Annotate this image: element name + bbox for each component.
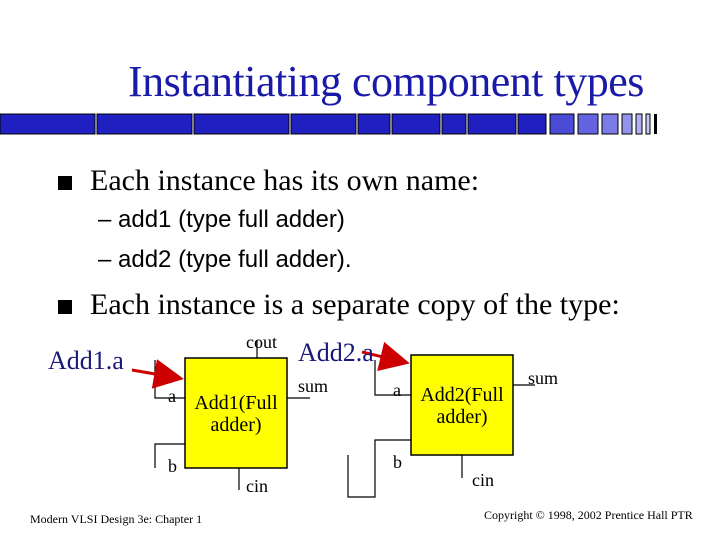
pin-add1-a: a xyxy=(168,386,176,406)
pin-add2-cin: cin xyxy=(472,470,494,490)
label-add2-a: Add2.a xyxy=(298,338,374,367)
block-1-label-line2: adder) xyxy=(210,414,262,436)
wire-add2-a xyxy=(374,360,411,396)
sub-bullet-1: – add1 (type full adder) xyxy=(98,206,345,233)
sub-bullet-2: – add2 (type full adder). xyxy=(98,246,352,273)
block-2-label-line2: adder) xyxy=(436,406,488,428)
pin-add1-cout: cout xyxy=(246,332,277,352)
block-2-label-line1: Add2(Full xyxy=(420,384,504,406)
bullet-2-text: Each instance is a separate copy of the … xyxy=(90,288,620,321)
footer-left: Modern VLSI Design 3e: Chapter 1 xyxy=(30,512,203,526)
block-1-label: Add1(Full adder) xyxy=(190,392,282,436)
pin-add1-sum: sum xyxy=(298,376,329,396)
title-decoration-bar xyxy=(0,113,657,135)
label-add1-a: Add1.a xyxy=(48,346,124,375)
bullet-1-text: Each instance has its own name: xyxy=(90,164,480,197)
bullet-marker xyxy=(58,300,72,314)
pin-add2-b: b xyxy=(393,452,402,472)
bullet-marker xyxy=(58,176,72,190)
pin-add1-cin: cin xyxy=(246,476,268,496)
pin-add1-b: b xyxy=(168,456,177,476)
wire-add1-b xyxy=(154,443,185,468)
footer-right: Copyright © 1998, 2002 Prentice Hall PTR xyxy=(484,508,693,522)
adder-block-1 xyxy=(184,357,288,469)
wire-add2-b xyxy=(347,439,411,498)
block-1-label-line1: Add1(Full xyxy=(194,392,278,414)
block-2-label: Add2(Full adder) xyxy=(416,384,508,428)
pin-add2-sum: sum xyxy=(528,368,559,388)
pin-add2-a: a xyxy=(393,380,401,400)
slide-title: Instantiating component types xyxy=(128,57,644,106)
arrow-add1-a xyxy=(131,359,184,389)
adder-block-2 xyxy=(410,354,514,456)
arrow-add2-a xyxy=(361,341,410,372)
